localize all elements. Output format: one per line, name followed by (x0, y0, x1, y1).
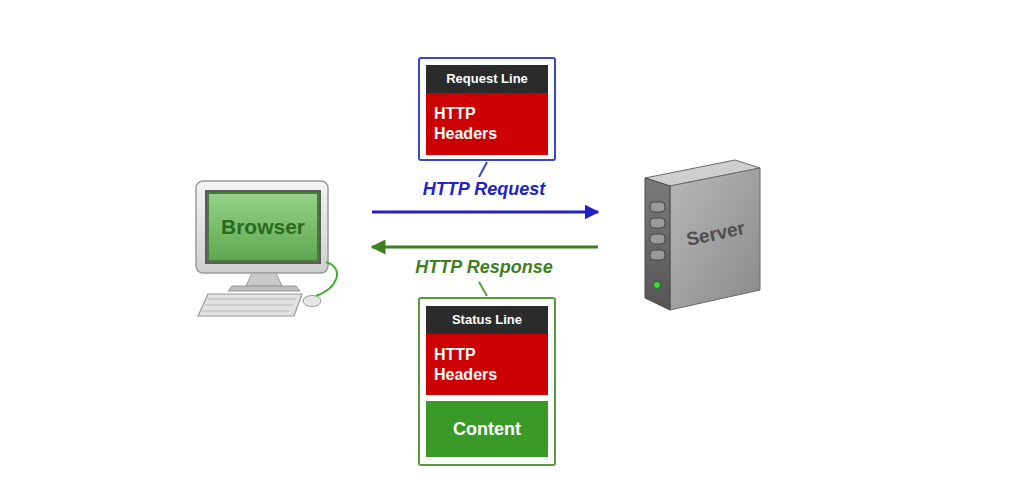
headers-box: HTTP Headers (426, 334, 548, 395)
status-line-bar: Status Line (426, 306, 548, 335)
node-label: Server (685, 216, 748, 252)
request-line-bar: Request Line (426, 65, 548, 94)
node-label: Browser (221, 214, 305, 240)
server-illustration (645, 160, 760, 310)
computer-illustration (196, 181, 337, 316)
arrow-label: HTTP Response (412, 257, 555, 278)
arrow-label: HTTP Request (420, 179, 548, 200)
leader-line (479, 162, 487, 177)
server-face: Server (672, 196, 760, 272)
content-box: Content (426, 401, 548, 457)
message-arrow (372, 246, 598, 249)
node-label: Content (453, 418, 521, 441)
node-label: HTTP Headers (434, 104, 514, 144)
node-label: HTTP Headers (434, 345, 514, 385)
message-arrow (372, 211, 598, 214)
node-label: Request Line (446, 71, 528, 87)
headers-box: HTTP Headers (426, 93, 548, 155)
node-label: Status Line (452, 312, 522, 328)
browser-screen: Browser (207, 192, 319, 262)
leader-line (479, 282, 487, 296)
response-box: Status LineHTTP HeadersContent (418, 297, 556, 466)
request-box: Request LineHTTP Headers (418, 57, 556, 161)
